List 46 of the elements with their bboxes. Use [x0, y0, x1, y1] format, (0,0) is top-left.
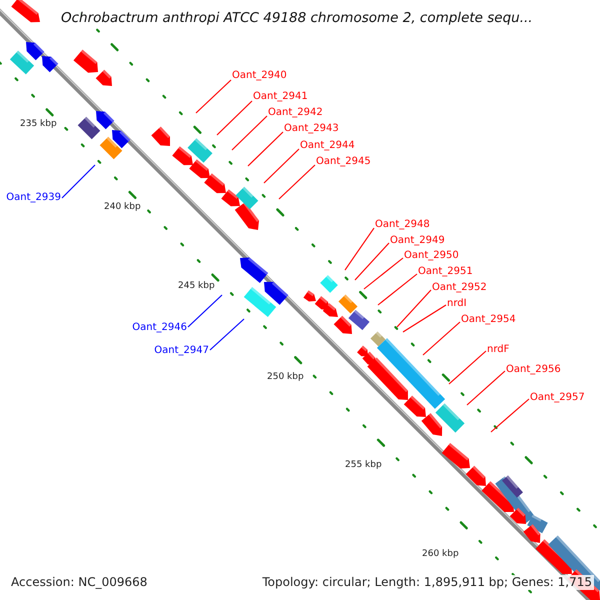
accession-text: Accession: NC_009668: [9, 575, 150, 590]
scale-label: 250 kbp: [267, 372, 304, 383]
scale-label: 240 kbp: [104, 202, 141, 213]
gene-label: Oant_2939: [6, 192, 61, 204]
leader-line: [210, 318, 244, 350]
gene-label: Oant_2945: [316, 156, 371, 168]
gene-label: Oant_2943: [284, 123, 339, 135]
leader-line: [196, 80, 232, 114]
gene-label: Oant_2944: [300, 140, 355, 152]
gene-label: Oant_2957: [530, 392, 585, 404]
leader-line: [448, 350, 486, 384]
gene-label: Oant_2947: [154, 345, 209, 357]
gene-label: Oant_2941: [253, 91, 308, 103]
leader-line: [422, 322, 460, 356]
leader-line: [278, 164, 316, 200]
leader-line: [402, 304, 446, 332]
gene-label: Oant_2956: [506, 364, 561, 376]
leader-line: [364, 258, 404, 290]
leader-line: [188, 294, 222, 328]
leader-line: [396, 290, 432, 328]
gene-label: nrdF: [487, 344, 510, 356]
gene-label: Oant_2950: [404, 250, 459, 262]
leader-line: [216, 100, 252, 136]
leader-line: [62, 164, 96, 198]
gene-label: Oant_2952: [432, 282, 487, 294]
leader-line: [264, 148, 300, 184]
gene-label: nrdI: [447, 298, 467, 310]
leader-line: [344, 228, 374, 270]
leader-line: [466, 370, 506, 406]
leader-line: [248, 132, 284, 166]
gene-label: Oant_2954: [461, 314, 516, 326]
leader-line: [354, 242, 390, 280]
leader-line: [490, 398, 530, 432]
gene-label: Oant_2942: [268, 107, 323, 119]
gene-label: Oant_2951: [418, 266, 473, 278]
gene-label: Oant_2948: [375, 219, 430, 231]
scale-label: 245 kbp: [178, 281, 215, 292]
leader-line: [232, 116, 268, 150]
gene-label: Oant_2940: [232, 70, 287, 82]
leader-line: [378, 274, 418, 306]
gene-label: Oant_2949: [390, 235, 445, 247]
scale-label: 255 kbp: [345, 460, 382, 471]
gene-label: Oant_2946: [132, 322, 187, 334]
map-title: Ochrobactrum anthropi ATCC 49188 chromosome 2, complete sequ...: [61, 10, 533, 26]
scale-label: 260 kbp: [422, 549, 459, 560]
scale-label: 235 kbp: [20, 119, 57, 130]
